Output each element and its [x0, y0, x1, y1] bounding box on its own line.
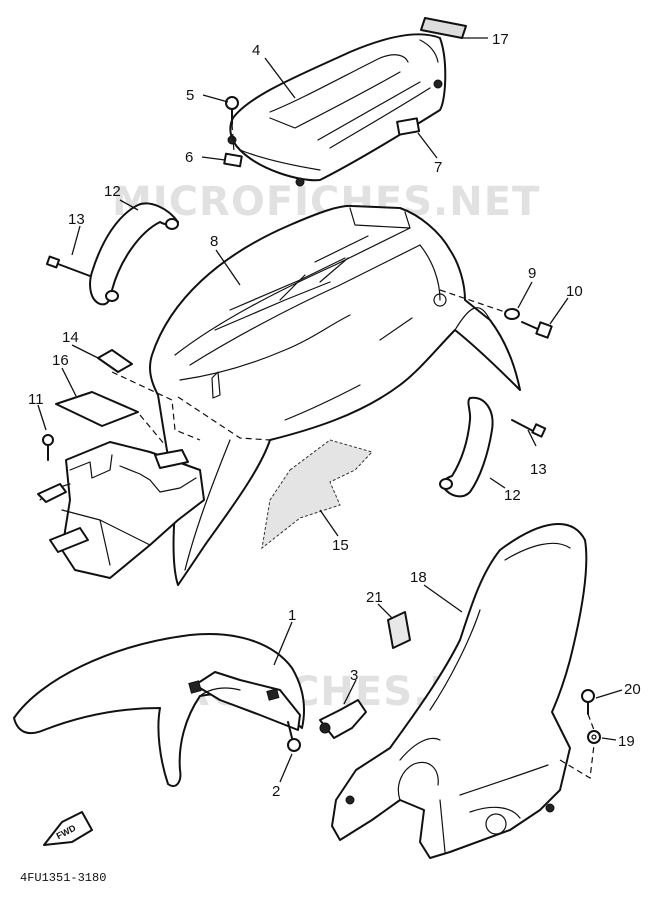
part-8-rear-fender: [149, 204, 521, 586]
part-11-bolt: [42, 434, 54, 461]
part-6-nut: [223, 152, 243, 168]
callout-13-right: 13: [530, 461, 547, 478]
part-1-front-fender: [13, 633, 306, 788]
part-16-pad: [55, 391, 139, 427]
callout-13-top: 13: [68, 211, 85, 228]
callout-9: 9: [528, 265, 536, 282]
callout-20: 20: [624, 681, 641, 698]
callout-16: 16: [52, 352, 69, 369]
callout-10: 10: [566, 283, 583, 300]
callout-17: 17: [492, 31, 509, 48]
part-3-clamp: [319, 699, 367, 739]
cowl-mount-details: [227, 79, 443, 187]
callout-18: 18: [410, 569, 427, 586]
part-10-bolt: [521, 321, 553, 339]
callout-7: 7: [434, 159, 442, 176]
callout-14: 14: [62, 329, 79, 346]
callout-12-top: 12: [104, 183, 121, 200]
part-13-bolt-left: [45, 255, 91, 277]
part-9-washer: [504, 308, 520, 320]
phantom-lines: [111, 123, 595, 779]
callout-5: 5: [186, 87, 194, 104]
part-15-flap: [261, 439, 373, 550]
callout-21: 21: [366, 589, 383, 606]
part-14-pad: [97, 349, 133, 373]
callout-12-right: 12: [504, 487, 521, 504]
callout-3: 3: [350, 667, 358, 684]
leader-lines: [37, 37, 623, 783]
callout-11: 11: [28, 391, 44, 408]
drawing-code: 4FU1351-3180: [20, 871, 106, 885]
part-19-nut: [587, 730, 601, 744]
part-21-label: [387, 611, 411, 649]
part-2-bolt: [287, 721, 301, 752]
callout-15: 15: [332, 537, 349, 554]
part-12-grab-handle-right: [439, 396, 494, 498]
part-5-bolt: [225, 96, 239, 125]
callout-8: 8: [210, 233, 218, 250]
part-20-bolt: [581, 689, 595, 715]
part-7-damper: [396, 117, 421, 136]
part-13-bolt-right: [511, 419, 547, 438]
callout-6: 6: [185, 149, 193, 166]
battery-tray: [37, 441, 205, 579]
callout-1: 1: [288, 607, 296, 624]
part-18-rear-fender-hugger: [331, 523, 588, 859]
callout-4: 4: [252, 42, 260, 59]
callout-numbers: 17 4 5 6 7 12 13 8 9 10 14 16 11 13 12 1…: [28, 31, 641, 800]
fwd-arrow: FWD: [43, 811, 93, 846]
callout-2: 2: [272, 783, 280, 800]
part-4-seat-cowl: [229, 33, 447, 182]
callout-19: 19: [618, 733, 635, 750]
part-12-grab-handle-left: [89, 202, 179, 306]
